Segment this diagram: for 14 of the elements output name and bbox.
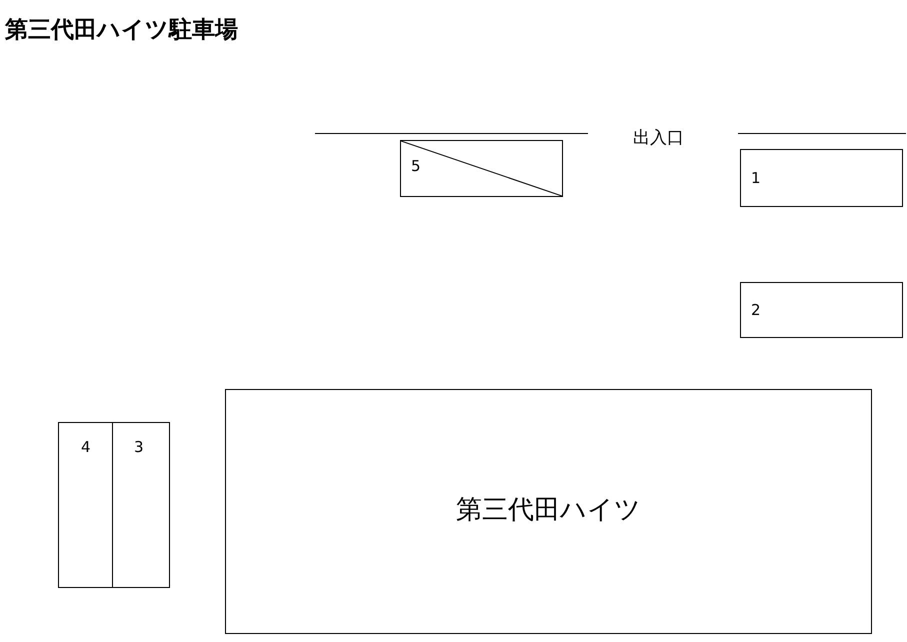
parking-space [400,140,563,197]
title: 第三代田ハイツ駐車場 [5,16,238,45]
parking-space [740,149,903,207]
space-number: 4 [81,438,91,456]
space-number: 3 [134,438,144,456]
space-number: 2 [751,301,761,319]
building [225,389,872,634]
parking-space [112,422,170,588]
parking-space [58,422,113,588]
space-number: 5 [411,157,421,175]
parking-space [740,282,903,338]
entrance-label: 出入口 [633,127,684,149]
space-number: 1 [751,169,761,187]
building-label: 第三代田ハイツ [455,494,642,526]
